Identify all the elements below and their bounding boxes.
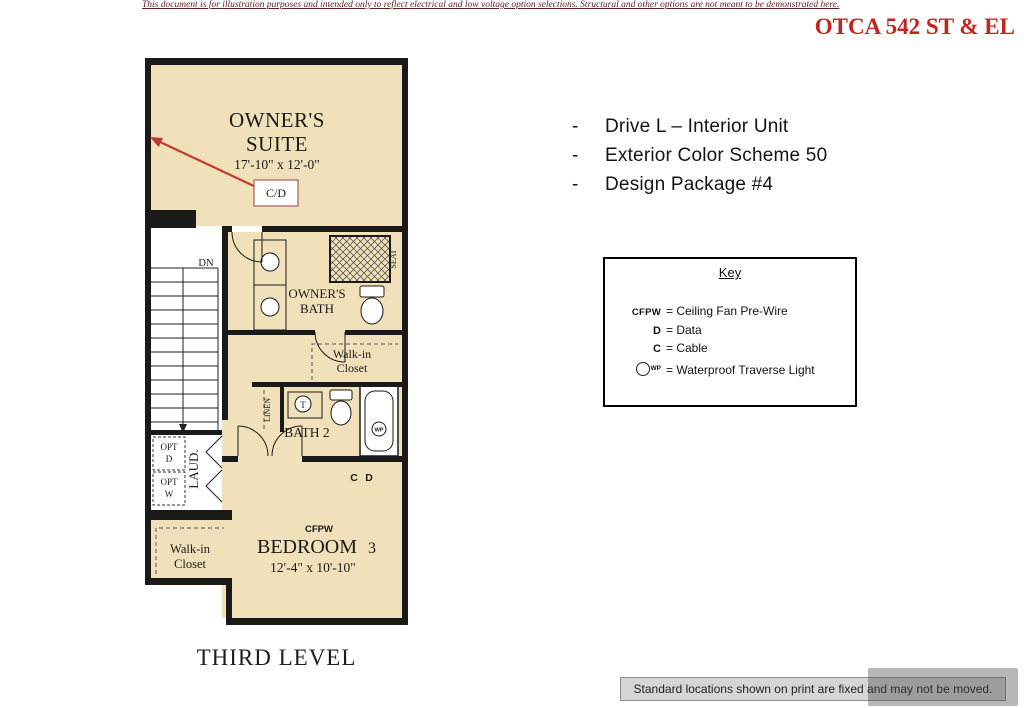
- waterproof-light-icon: [371, 421, 387, 437]
- stairs-down-label: DN: [198, 258, 214, 269]
- bullet-dash: -: [572, 173, 579, 195]
- spec-list: - Drive L – Interior Unit - Exterior Col…: [572, 112, 827, 199]
- stair-direction-arrow: [179, 424, 187, 433]
- legend-key-box: Key CFPW = Ceiling Fan Pre-Wire D = Data…: [603, 257, 857, 407]
- sink-icon: [260, 297, 280, 317]
- walkin-closet-door: [314, 331, 346, 363]
- owners-bath-door: [231, 231, 263, 263]
- key-entry-cfpw: CFPW = Ceiling Fan Pre-Wire: [605, 304, 855, 318]
- watermark-overlay: [868, 668, 1018, 706]
- key-title: Key: [718, 265, 742, 280]
- opt-dryer-label-1: OPT: [160, 442, 178, 452]
- room-fills: [151, 64, 402, 618]
- bullet-dash: -: [572, 144, 579, 166]
- owners-suite-dims: 17'-10" x 12'-0": [234, 157, 320, 172]
- opt-washer-box: [152, 471, 186, 506]
- bath2-label: BATH 2: [284, 425, 329, 440]
- red-arrow: [157, 140, 257, 188]
- key-desc: = Cable: [666, 341, 708, 355]
- bedroom3-dims: 12'-4" x 10'-10": [270, 560, 356, 575]
- spec-label: Exterior Color Scheme 50: [605, 144, 828, 166]
- key-desc: = Data: [666, 322, 702, 337]
- walkin-bottom-label-1: Walk-in: [170, 542, 211, 556]
- laundry-opt-boxes: [152, 436, 186, 506]
- owners-bath-label-1: OWNER'S: [288, 286, 345, 301]
- bullet-dash: -: [572, 115, 579, 137]
- spec-label: Design Package #4: [605, 173, 774, 195]
- closet-shelves: [155, 343, 398, 574]
- toilet-tank: [329, 389, 353, 401]
- owners-toilet: [359, 285, 385, 325]
- opt-washer-label-2: W: [165, 489, 174, 499]
- owners-suite-label-1: OWNER'S: [229, 108, 325, 132]
- key-symbol: D: [653, 324, 661, 337]
- disclaimer-text: This document is for illustration purpos…: [142, 0, 840, 10]
- key-symbol: CFPW: [631, 307, 661, 318]
- tub-control-label: T: [300, 400, 306, 410]
- cd-callout: C/D: [150, 137, 299, 207]
- shower-pan: [287, 391, 323, 419]
- plan-code-title: OTCA 542 ST & EL: [814, 14, 1015, 39]
- cable-outlet-label: C: [350, 472, 358, 484]
- walkin-bottom-label-2: Closet: [174, 557, 206, 571]
- bedroom3-number: 3: [368, 540, 376, 557]
- door-arcs: [231, 231, 346, 457]
- drain-icon: [294, 395, 312, 413]
- key-entry-data: D = Data: [605, 323, 855, 337]
- wp-light-label: WP: [375, 428, 384, 434]
- key-entry-cable: C = Cable: [605, 341, 855, 355]
- key-desc: = Waterproof Traverse Light: [666, 362, 815, 377]
- owners-bath-label-2: BATH: [300, 301, 334, 316]
- bedroom-door: [271, 425, 303, 457]
- opt-dryer-box: [152, 436, 186, 471]
- key-desc: = Ceiling Fan Pre-Wire: [666, 304, 788, 318]
- toilet-bowl: [330, 400, 352, 426]
- key-entry-waterproof-light: WP = Waterproof Traverse Light: [605, 360, 855, 377]
- waterproof-light-icon: [635, 361, 650, 376]
- red-arrowhead: [150, 137, 163, 147]
- data-outlet-label: D: [365, 472, 373, 484]
- key-symbol: C: [653, 343, 661, 355]
- shower-seat-label: SEAT: [389, 249, 398, 268]
- bath2-fixtures: [287, 385, 399, 457]
- spec-item-design-package: - Design Package #4: [572, 170, 827, 199]
- opt-washer-label-1: OPT: [160, 477, 178, 487]
- sink-icon: [260, 252, 280, 272]
- hall-door: [237, 425, 269, 457]
- walls: [145, 58, 408, 625]
- level-title: THIRD LEVEL: [196, 645, 357, 670]
- spec-label: Drive L – Interior Unit: [605, 115, 789, 137]
- owners-suite-label-2: SUITE: [246, 132, 308, 156]
- laundry-label: LAUD.: [186, 449, 201, 488]
- owners-shower: [329, 235, 391, 283]
- spec-item-unit: - Drive L – Interior Unit: [572, 112, 827, 141]
- cd-box-label: C/D: [266, 186, 286, 200]
- footer-note: Standard locations shown on print are fi…: [620, 677, 1006, 701]
- bedroom3-label: BEDROOM: [257, 536, 357, 558]
- walkin-mid-label-2: Closet: [337, 361, 368, 375]
- laundry-bifold-doors: [205, 435, 223, 503]
- linen-label: LINEN: [263, 398, 272, 422]
- stairs: [151, 267, 219, 433]
- key-symbol: WP: [605, 360, 661, 376]
- opt-dryer-label-2: D: [166, 454, 173, 464]
- bathtub: [359, 385, 399, 457]
- ceiling-fan-prewire-label: CFPW: [305, 524, 333, 535]
- plan-labels: OWNER'S SUITE 17'-10" x 12'-0" DN OWNER'…: [160, 108, 398, 575]
- wp-label: WP: [650, 365, 661, 372]
- key-rows: CFPW = Ceiling Fan Pre-Wire D = Data C =…: [605, 304, 855, 377]
- walkin-mid-label-1: Walk-in: [333, 347, 371, 361]
- spec-item-color-scheme: - Exterior Color Scheme 50: [572, 141, 827, 170]
- owners-bath-vanity: [253, 239, 287, 331]
